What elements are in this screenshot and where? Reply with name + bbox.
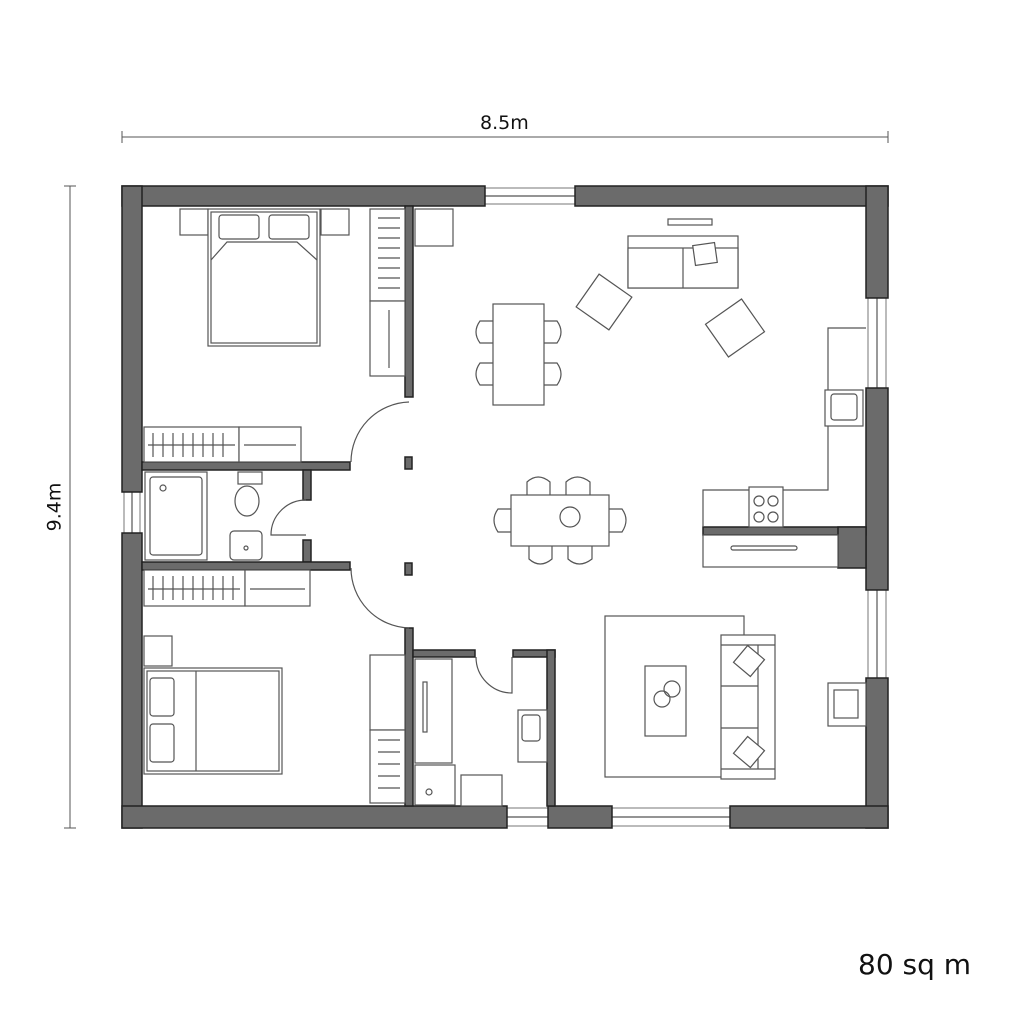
bedroom-2-furniture — [143, 569, 406, 804]
exterior-walls — [121, 185, 889, 829]
living-room-furniture — [604, 615, 867, 780]
dining-table-upper — [475, 303, 562, 406]
kitchen-fixtures — [702, 327, 866, 568]
dining-table-center — [493, 476, 627, 565]
height-dimension-label: 9.4m — [43, 482, 66, 532]
height-dimension-line — [64, 185, 76, 829]
area-label: 80 sq m — [858, 948, 972, 981]
door-swings — [270, 401, 513, 694]
width-dimension-label: 8.5m — [480, 112, 529, 134]
bedroom-1-furniture — [143, 208, 454, 463]
bathroom-fixtures — [144, 471, 263, 561]
lounge-upper — [575, 218, 766, 358]
width-dimension-line — [121, 131, 889, 143]
utility-room-fixtures — [414, 658, 548, 807]
